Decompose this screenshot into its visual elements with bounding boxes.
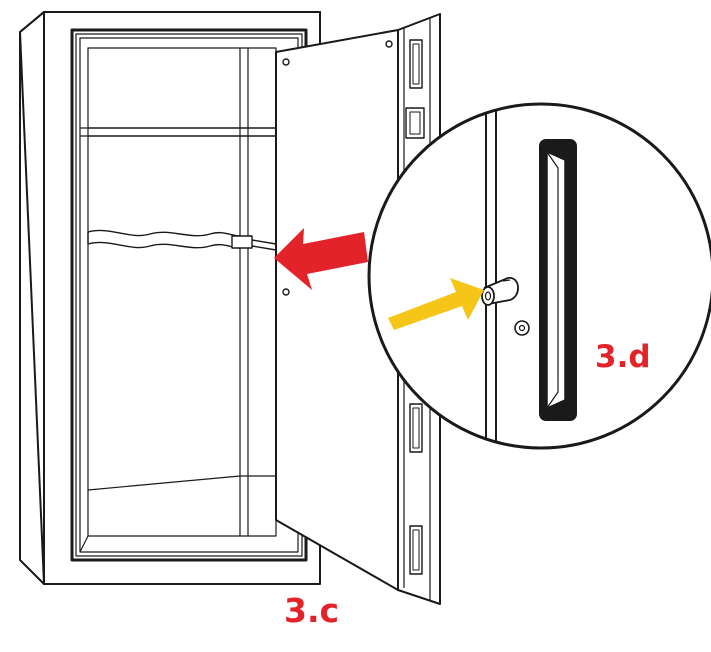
arrow-left-icon [274,228,368,290]
detail-magnifier [367,102,711,450]
safe-body [19,11,321,585]
figure-label-3c: 3.c [284,591,340,630]
arrow-right-icon [388,278,484,330]
figure-label-3d: 3.d [595,339,651,375]
